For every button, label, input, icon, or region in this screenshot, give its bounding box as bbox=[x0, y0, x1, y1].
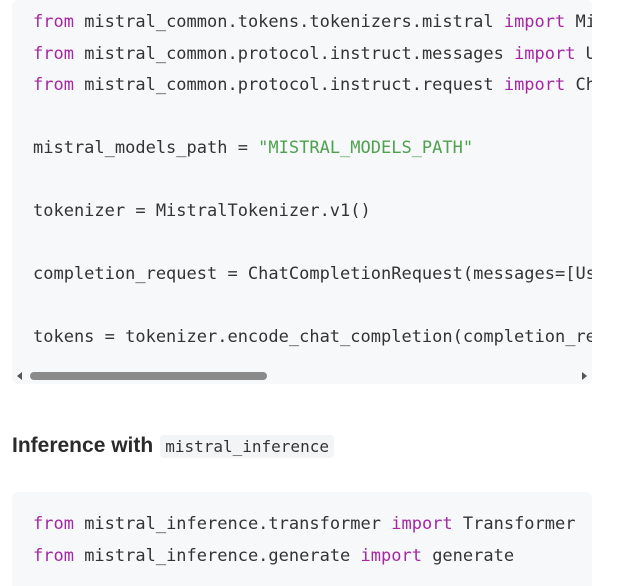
code-string: "MISTRAL_MODELS_PATH" bbox=[258, 138, 474, 158]
code-line bbox=[33, 102, 592, 134]
scrollbar-thumb[interactable] bbox=[30, 372, 267, 380]
scroll-right-arrow-icon[interactable] bbox=[582, 372, 587, 380]
code-text: mistral_common.protocol.instruct.message… bbox=[73, 43, 515, 64]
code-line bbox=[33, 291, 592, 323]
code-text: Transformer bbox=[452, 514, 576, 534]
code-line: from mistral_inference.generate import g… bbox=[33, 541, 575, 573]
code-text: mistral_common.protocol.instruct.request bbox=[73, 75, 504, 95]
code-text: tokens = tokenizer.encode_chat_completio… bbox=[33, 327, 592, 347]
code-content: from mistral_common.tokens.tokenizers.mi… bbox=[33, 7, 592, 354]
section-heading-inline-code: mistral_inference bbox=[160, 434, 334, 458]
code-text: UserMessage bbox=[585, 43, 592, 64]
code-line bbox=[33, 228, 592, 260]
code-keyword: from bbox=[33, 43, 74, 64]
code-text: generate bbox=[421, 545, 515, 566]
code-keyword: import bbox=[503, 12, 566, 32]
code-text: mistral_models_path = bbox=[33, 138, 259, 158]
code-text: mistral_common.tokens.tokenizers.mistral bbox=[73, 12, 504, 32]
code-text: completion_request = ChatCompletionReque… bbox=[33, 264, 592, 284]
code-text: mistral_inference.transformer bbox=[73, 514, 392, 534]
code-line: from mistral_inference.transformer impor… bbox=[33, 509, 575, 541]
code-keyword: import bbox=[391, 514, 453, 534]
section-heading-text: Inference with bbox=[12, 434, 154, 457]
code-keyword: from bbox=[33, 545, 74, 566]
code-line: from mistral_common.tokens.tokenizers.mi… bbox=[33, 7, 592, 39]
code-line: tokens = tokenizer.encode_chat_completio… bbox=[33, 322, 592, 354]
code-keyword: import bbox=[514, 43, 576, 64]
code-block-inference: from mistral_inference.transformer impor… bbox=[12, 492, 592, 586]
code-line: from mistral_common.protocol.instruct.re… bbox=[33, 70, 592, 102]
section-heading: Inference with mistral_inference bbox=[12, 430, 334, 462]
code-line: tokenizer = MistralTokenizer.v1() bbox=[33, 196, 592, 228]
code-line bbox=[33, 165, 592, 197]
scroll-left-arrow-icon[interactable] bbox=[17, 372, 22, 380]
code-keyword: import bbox=[360, 545, 422, 566]
code-line: from mistral_common.protocol.instruct.me… bbox=[33, 39, 592, 71]
code-keyword: from bbox=[33, 12, 74, 32]
code-text: mistral_inference.generate bbox=[73, 545, 361, 566]
code-content: from mistral_inference.transformer impor… bbox=[33, 509, 575, 572]
code-text: MistralTokenizer bbox=[575, 12, 592, 32]
code-line: mistral_models_path = "MISTRAL_MODELS_PA… bbox=[33, 133, 592, 165]
code-block-tokenizer: from mistral_common.tokens.tokenizers.mi… bbox=[12, 0, 592, 384]
code-keyword: from bbox=[33, 514, 74, 534]
horizontal-scrollbar[interactable] bbox=[12, 368, 592, 384]
code-text: ChatCompletionRequest bbox=[575, 75, 592, 95]
code-text: tokenizer = MistralTokenizer.v1() bbox=[33, 201, 371, 221]
code-line: completion_request = ChatCompletionReque… bbox=[33, 259, 592, 291]
code-keyword: import bbox=[503, 75, 566, 95]
code-keyword: from bbox=[33, 75, 74, 95]
